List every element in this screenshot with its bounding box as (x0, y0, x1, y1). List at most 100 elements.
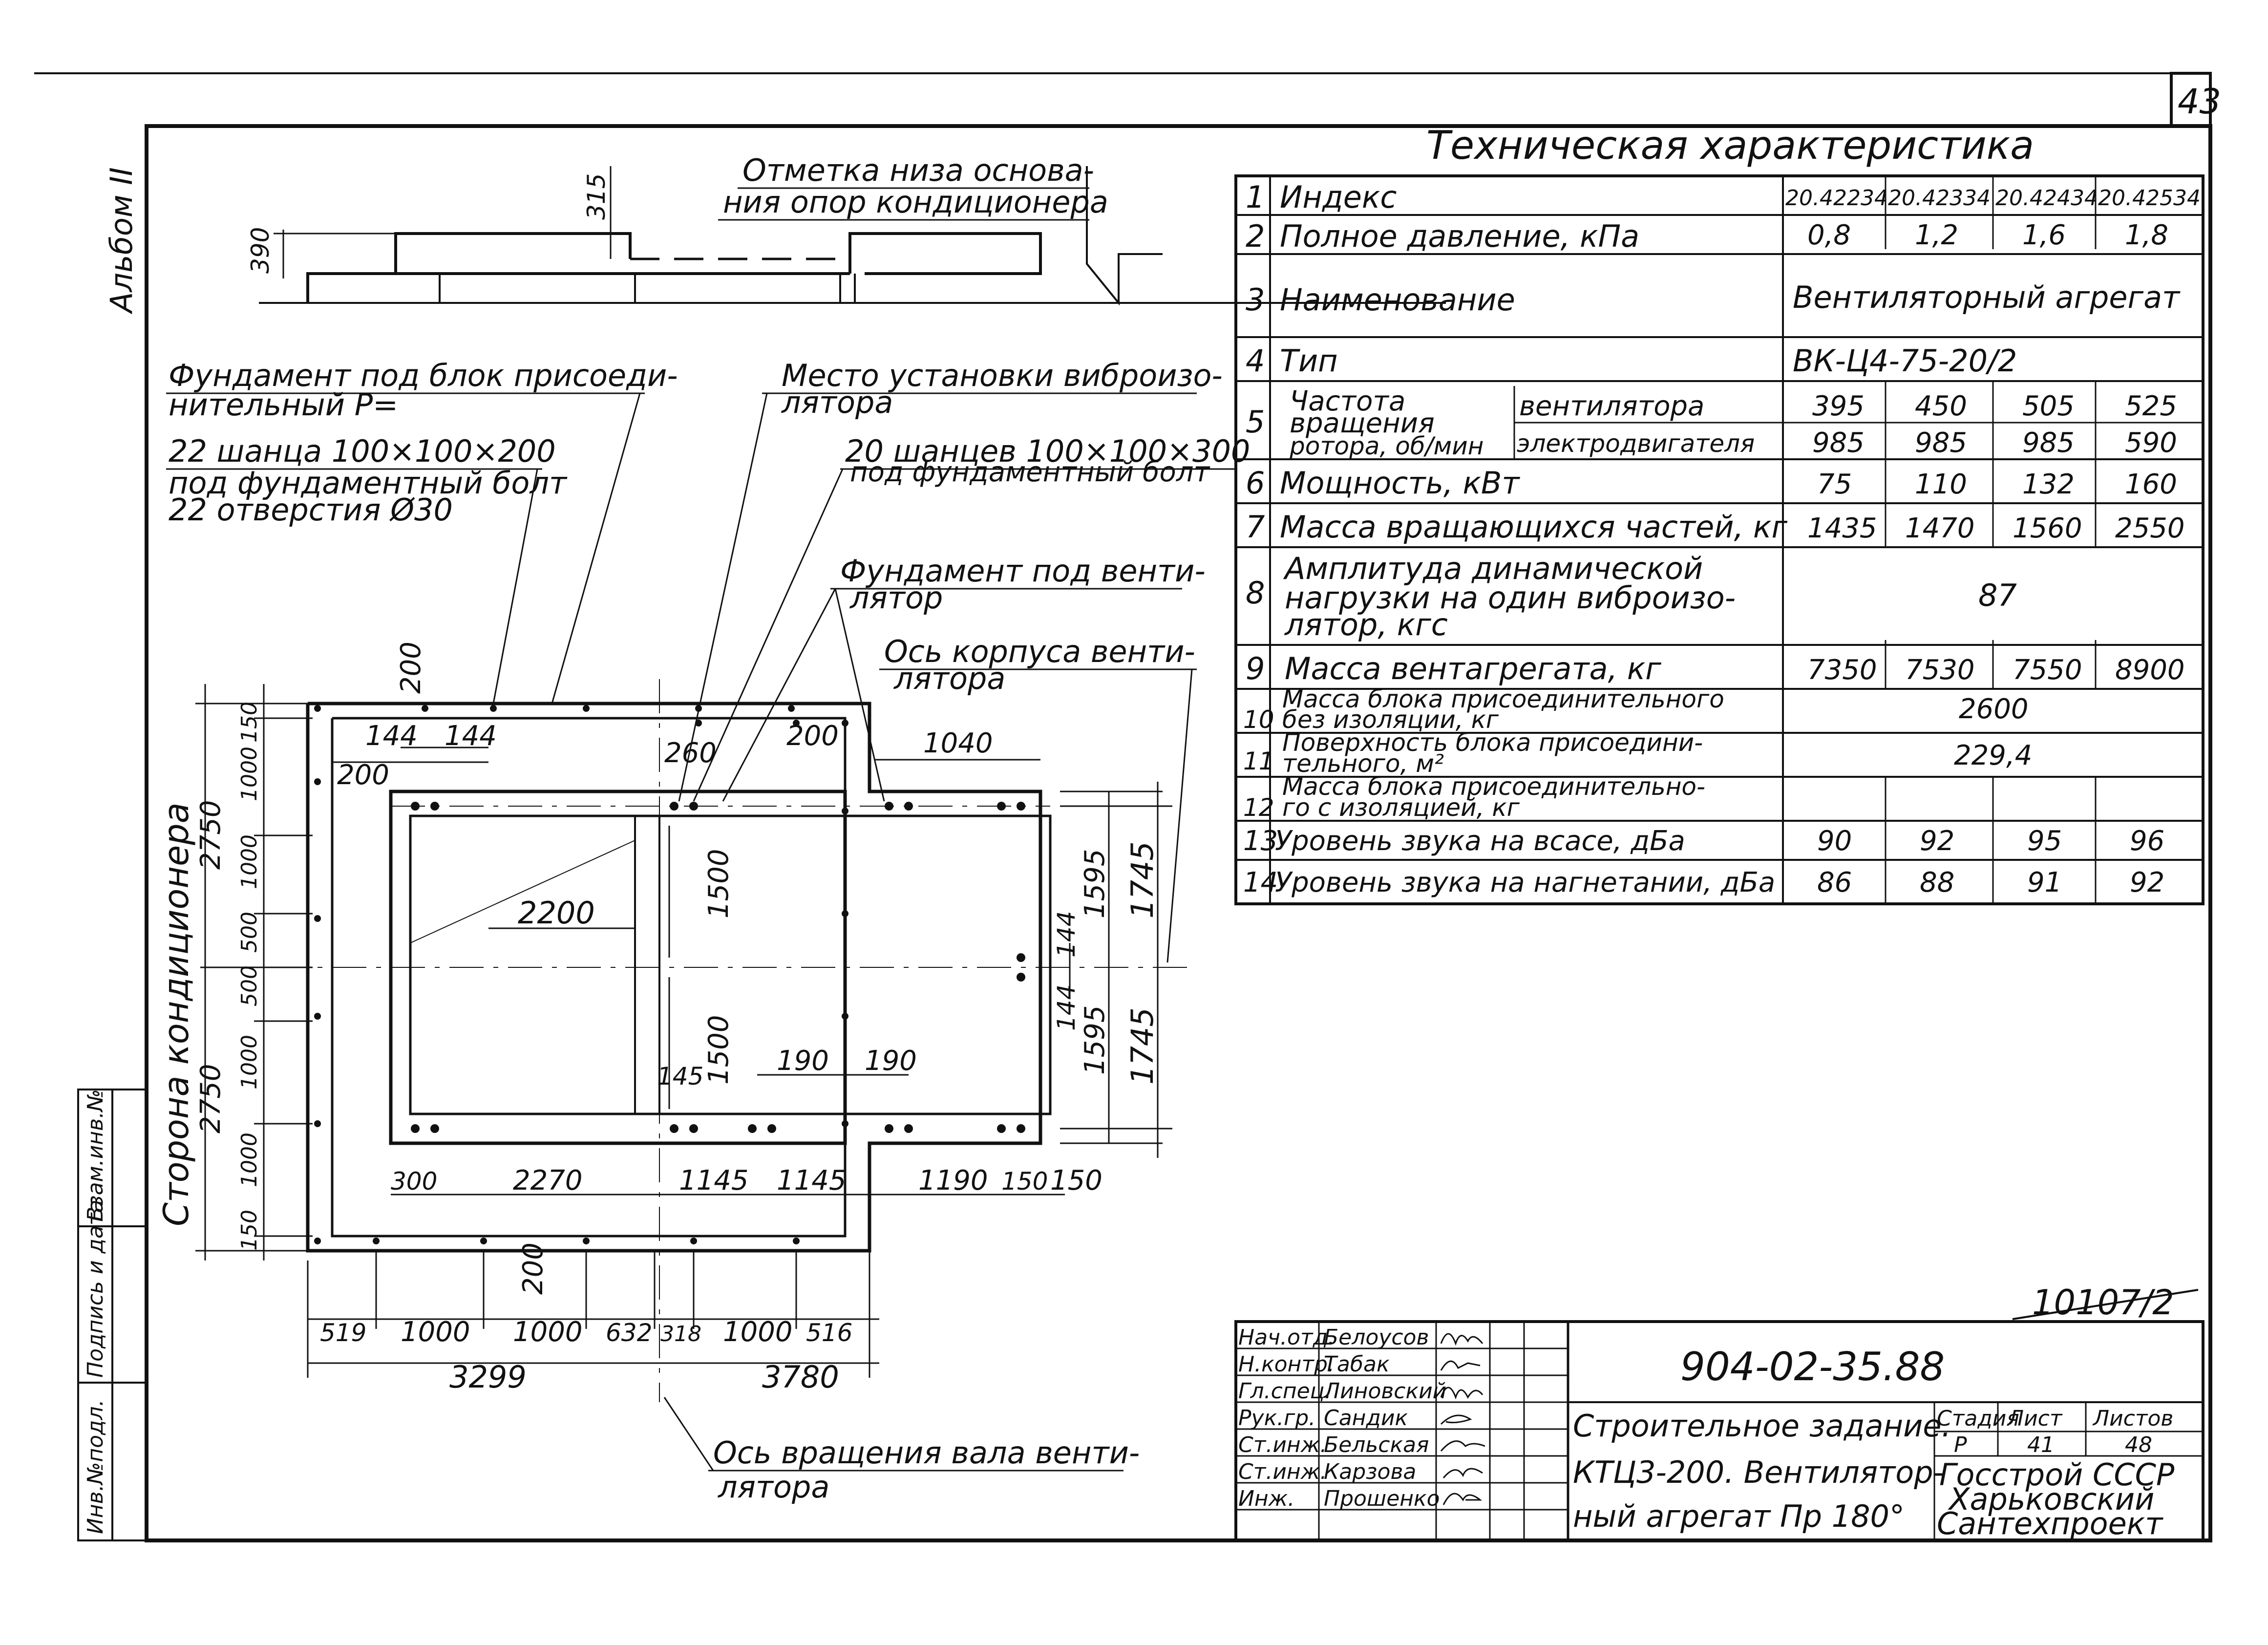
row6-v2: 110 (1915, 469, 1967, 500)
row5-label2: вращения (1290, 407, 1435, 439)
row5-sub2: электродвигателя (1517, 429, 1755, 458)
vibro-isolator (904, 1124, 913, 1133)
row5-v2-2: 985 (1915, 427, 1967, 459)
sheets-value: 48 (2125, 1432, 2152, 1457)
elev-dim-390: 390 (246, 227, 275, 274)
row7-n: 7 (1246, 509, 1265, 545)
bolt-hole (314, 1238, 321, 1244)
signer-role-4: Рук.гр. (1238, 1406, 1315, 1431)
signer-name-6: Карзова (1324, 1459, 1416, 1484)
bolt-hole (842, 1013, 848, 1020)
vzam-label: Взам.инв.№ (83, 1089, 108, 1221)
bolt-hole (583, 1238, 590, 1244)
row13-v1: 90 (1817, 825, 1852, 857)
fan-axis-1: Ось корпуса венти- (884, 634, 1195, 669)
dim-1745-top: 1745 (1124, 841, 1160, 919)
dim-1145a: 1145 (679, 1165, 749, 1196)
left-150-top: 150 (237, 702, 262, 743)
row7-v2: 1470 (1905, 513, 1975, 544)
bolt-hole (690, 1238, 697, 1244)
row9-v1: 7350 (1807, 654, 1877, 686)
left-1000-4: 1000 (237, 1132, 262, 1187)
row11-label1: Поверхность блока присоедини- (1282, 728, 1703, 757)
bolt-hole (793, 1238, 800, 1244)
row12-n: 12 (1243, 793, 1274, 822)
left-1000-3: 1000 (237, 1035, 262, 1090)
tech-table-title: Техническая характеристика (1426, 123, 2034, 168)
vibro-isolator (689, 1124, 698, 1133)
plan-dimension-lines (195, 684, 1172, 1378)
signature (1442, 1468, 1483, 1478)
row14-v4: 92 (2130, 867, 2164, 898)
shancy22-2: под фундаментный болт (169, 465, 568, 501)
left-150-bot: 150 (237, 1210, 262, 1251)
signer-role-3: Гл.спец. (1238, 1379, 1332, 1404)
fan-foundation-2: лятор (849, 580, 943, 616)
row3-n: 3 (1246, 282, 1265, 318)
signer-name-5: Бельская (1324, 1432, 1429, 1457)
row6-label: Мощность, кВт (1280, 465, 1520, 501)
row14-v3: 91 (2027, 867, 2062, 898)
signer-role-6: Ст.инж. (1238, 1459, 1327, 1484)
bolt-hole (793, 720, 800, 726)
dim-144-r2: 144 (1052, 984, 1081, 1031)
bolt-hole (314, 1013, 321, 1020)
signature (1440, 1333, 1484, 1346)
description-1: Строительное задание. (1573, 1408, 1951, 1444)
description-3: ный агрегат Пр 180° (1573, 1498, 1905, 1534)
row5-v1-1: 395 (1812, 390, 1865, 422)
bolt-hole (314, 915, 321, 922)
elevation-view: 390 315 Отметка низа основа- ния опор ко… (246, 152, 1446, 306)
row1-label: Индекс (1280, 179, 1397, 215)
row5-sub1: вентилятора (1519, 390, 1704, 422)
row1-v3: 20.42434 (1995, 186, 2098, 211)
dim-200-left: 200 (337, 759, 389, 791)
row6-v1: 75 (1817, 469, 1852, 500)
row13-v3: 95 (2027, 825, 2062, 857)
sheet-mark: 10107/2 (2032, 1282, 2174, 1323)
row4-value: ВК-Ц4-75-20/2 (1793, 343, 2017, 379)
left-500-1: 500 (237, 912, 262, 953)
dim-1040: 1040 (923, 727, 993, 759)
side-label: Сторона кондиционера (156, 802, 196, 1226)
row12-label1: Масса блока присоединительно- (1282, 772, 1705, 801)
elev-dim-315: 315 (582, 173, 611, 220)
callouts: Фундамент под блок присоеди- нительный Р… (156, 358, 1250, 1505)
signature (1440, 1440, 1485, 1452)
row13-v2: 92 (1920, 825, 1954, 857)
row7-v4: 2550 (2115, 513, 2185, 544)
dim-1145b: 1145 (777, 1165, 847, 1196)
row11-n: 11 (1243, 747, 1274, 775)
elev-note-2: ния опор кондиционера (723, 184, 1108, 220)
row8-label2: нагрузки на один виброизо- (1285, 580, 1736, 616)
row14-label: Уровень звука на нагнетании, дБа (1275, 867, 1775, 898)
vibro-isolator (748, 1124, 757, 1133)
signer-role-2: Н.контр. (1238, 1352, 1335, 1377)
signer-role-7: Инж. (1238, 1486, 1294, 1511)
row10-label2: без изоляции, кг (1282, 705, 1499, 734)
signature (1440, 1414, 1472, 1425)
row3-value: Вентиляторный агрегат (1793, 279, 2181, 315)
signer-name-4: Сандик (1324, 1406, 1408, 1431)
row7-label: Масса вращающихся частей, кг (1280, 509, 1787, 545)
bolt-hole (490, 705, 497, 712)
row10-value: 2600 (1959, 693, 2029, 725)
dim-1745-bot: 1745 (1124, 1007, 1160, 1085)
vibro-isolator (904, 802, 913, 811)
signature (1440, 1387, 1484, 1400)
inv-podl-label: Инв.№подл. (83, 1399, 108, 1534)
vibro-isolator (430, 802, 439, 811)
vibro-isolator (670, 1124, 678, 1133)
dim-145: 145 (657, 1062, 703, 1090)
bolt-hole (480, 1238, 487, 1244)
bolt-hole (842, 910, 848, 917)
dim-144-r1: 144 (1052, 911, 1081, 958)
dim-2270: 2270 (513, 1165, 583, 1196)
side-stamp: Взам.инв.№ Подпись и дата Инв.№подл. Аль… (77, 167, 148, 1541)
fan-foundation-1: Фундамент под венти- (840, 553, 1206, 589)
dim-190b: 190 (865, 1045, 917, 1077)
row1-v2: 20.42334 (1888, 186, 1991, 211)
row5-v1-4: 525 (2125, 390, 2177, 422)
row3-label: Наименование (1280, 282, 1515, 318)
dim-200-bottom: 200 (517, 1242, 549, 1295)
